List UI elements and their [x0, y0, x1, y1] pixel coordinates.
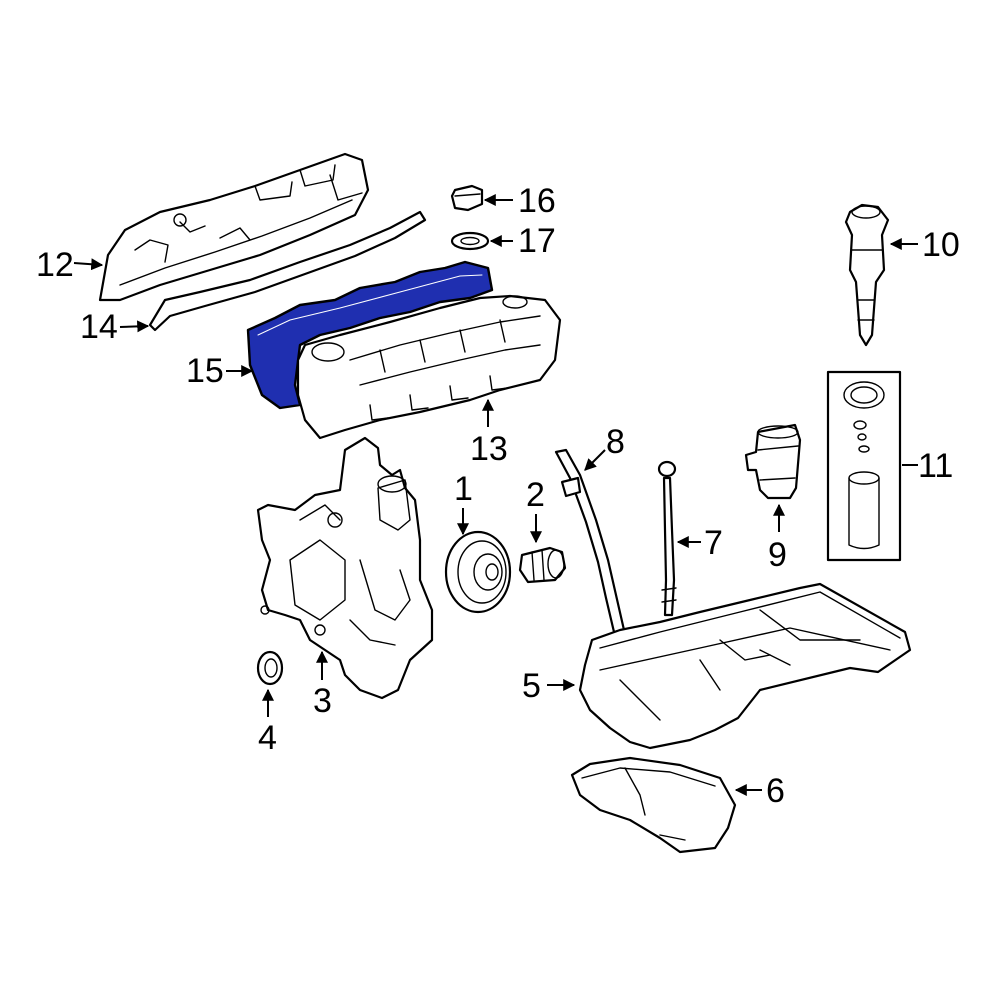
oil-filler-cap-part[interactable] [450, 184, 484, 212]
valve-cover-part[interactable] [296, 294, 562, 440]
oil-pan-lower-part[interactable] [570, 756, 737, 854]
valve-cover-gasket-part[interactable] [246, 260, 494, 410]
callout-17: 17 [518, 222, 556, 260]
pulley-bolt-part[interactable] [518, 546, 567, 584]
filter-kit-part[interactable] [826, 370, 902, 562]
filter-cap-part[interactable] [844, 203, 890, 347]
callout-5: 5 [522, 667, 541, 705]
cover-gasket-part[interactable] [148, 210, 427, 332]
callout-13: 13 [470, 430, 508, 468]
oil-pan-upper-part[interactable] [578, 582, 912, 750]
callout-12: 12 [36, 246, 74, 284]
crankshaft-pulley-part[interactable] [444, 530, 512, 614]
callout-7: 7 [704, 524, 723, 562]
callout-8: 8 [606, 423, 625, 461]
callout-14: 14 [80, 308, 118, 346]
callout-3: 3 [313, 682, 332, 720]
timing-cover-part[interactable] [256, 436, 434, 700]
crankshaft-seal-part[interactable] [256, 650, 284, 686]
callout-11: 11 [918, 447, 953, 485]
callout-1: 1 [454, 470, 473, 508]
callout-2: 2 [526, 476, 545, 514]
seal-ring-part[interactable] [450, 231, 490, 251]
engine-cover-part[interactable] [98, 152, 370, 302]
dipstick-tube-part[interactable] [554, 448, 626, 634]
callout-4: 4 [258, 719, 277, 757]
dipstick-part[interactable] [657, 460, 677, 617]
oil-filter-housing-part[interactable] [744, 423, 802, 500]
leader-lines [73, 194, 918, 796]
callout-9: 9 [768, 536, 787, 574]
callout-16: 16 [518, 182, 556, 220]
callout-10: 10 [922, 226, 960, 264]
callout-15: 15 [186, 352, 224, 390]
callout-6: 6 [766, 772, 785, 810]
callouts: 12 14 15 13 16 17 10 11 1 2 3 4 5 6 7 8 … [36, 182, 960, 810]
